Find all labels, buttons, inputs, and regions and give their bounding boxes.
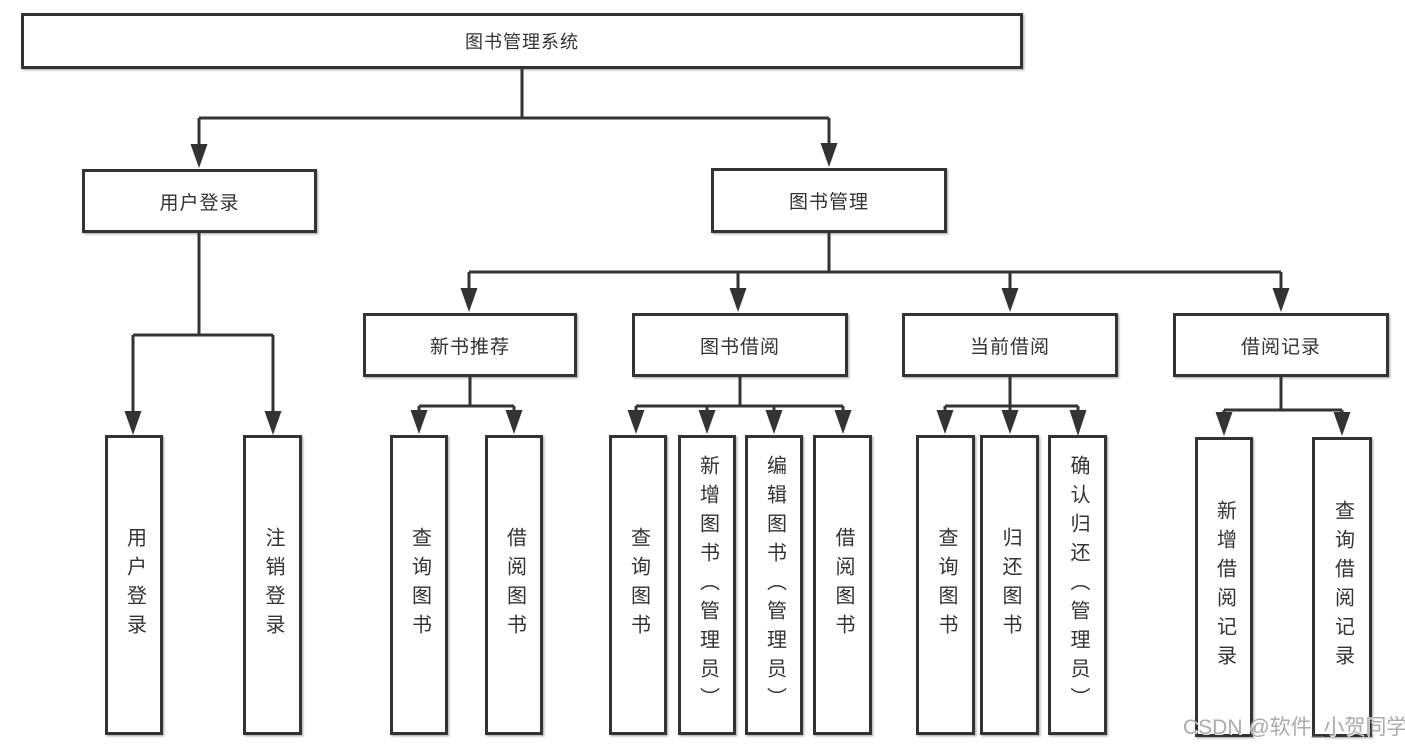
leaf-query-books-current: 查询图书 (916, 435, 975, 735)
leaf-label: 注销登录 (262, 527, 284, 643)
node-label: 图书借阅 (699, 336, 780, 358)
connector-management-group (460, 233, 1290, 312)
node-label: 用户登录 (159, 192, 240, 214)
node-label: 当前借阅 (969, 336, 1050, 358)
connector-borrow-group (627, 377, 852, 434)
leaf-label: 确认归还（管理员） (1067, 454, 1089, 716)
leaf-logout: 注销登录 (243, 435, 302, 735)
connector-current-group (936, 377, 1087, 436)
leaf-label: 查询借阅记录 (1331, 500, 1354, 674)
csdn-watermark: CSDN @软件_小贺同学 (1183, 716, 1405, 739)
leaf-add-books-admin: 新增图书（管理员） (678, 435, 736, 735)
leaf-label: 查询图书 (408, 527, 431, 643)
node-borrowing-records: 借阅记录 (1173, 313, 1389, 377)
leaf-label: 查询图书 (627, 527, 650, 643)
leaf-query-borrow-record: 查询借阅记录 (1312, 437, 1372, 737)
node-user-login: 用户登录 (82, 169, 317, 233)
leaf-label: 查询图书 (935, 527, 957, 643)
connector-recommend-group (410, 377, 523, 434)
leaf-label: 借阅图书 (832, 527, 854, 643)
node-label: 借阅记录 (1240, 336, 1321, 358)
node-new-book-recommendation: 新书推荐 (363, 313, 577, 377)
node-current-borrowing: 当前借阅 (902, 313, 1118, 377)
leaf-edit-books-admin: 编辑图书（管理员） (745, 435, 803, 735)
node-label: 新书推荐 (429, 336, 510, 358)
connector-records-group (1215, 377, 1351, 436)
node-book-borrowing: 图书借阅 (632, 313, 848, 377)
connector-root (190, 69, 838, 168)
leaf-user-login: 用户登录 (105, 435, 163, 735)
leaf-borrow-books: 借阅图书 (813, 435, 872, 735)
leaf-query-books-borrow: 查询图书 (609, 435, 667, 735)
node-label: 图书管理系统 (465, 32, 579, 52)
leaf-label: 新增借阅记录 (1213, 500, 1236, 674)
leaf-label: 新增图书（管理员） (696, 454, 719, 716)
leaf-label: 编辑图书（管理员） (763, 454, 786, 716)
leaf-borrow-books-recommend: 借阅图书 (485, 435, 543, 735)
node-label: 图书管理 (788, 192, 869, 213)
leaf-query-books-recommend: 查询图书 (390, 435, 448, 735)
leaf-label: 借阅图书 (503, 527, 526, 643)
node-library-management-system: 图书管理系统 (21, 13, 1023, 69)
node-book-management: 图书管理 (711, 168, 947, 233)
leaf-label: 归还图书 (999, 527, 1021, 643)
leaf-confirm-return-admin: 确认归还（管理员） (1048, 435, 1107, 735)
leaf-label: 用户登录 (123, 527, 146, 643)
connector-login-group (124, 233, 282, 435)
leaf-return-books: 归还图书 (980, 435, 1039, 735)
leaf-add-borrow-record: 新增借阅记录 (1195, 437, 1253, 737)
